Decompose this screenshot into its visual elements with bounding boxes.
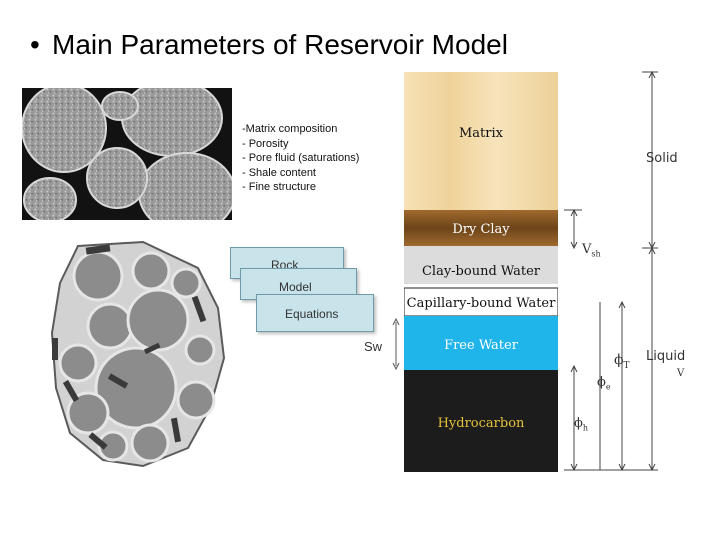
- slide-title: • Main Parameters of Reservoir Model: [30, 28, 508, 62]
- grain-pack-illustration: [50, 240, 226, 468]
- grain-micrograph: [22, 88, 232, 220]
- layer-matrix: Matrix: [459, 125, 503, 141]
- title-bullet: •: [30, 29, 40, 60]
- liquid-v-label: V: [677, 368, 685, 379]
- layer-clay-bound-water: Clay-bound Water: [421, 263, 541, 279]
- liquid-label: Liquid: [646, 349, 686, 364]
- dimension-lines: [564, 70, 658, 472]
- layer-dry-clay: Dry Clay: [452, 221, 510, 237]
- param-matrix-composition: -Matrix composition: [242, 123, 338, 135]
- param-fine-structure: - Fine structure: [242, 181, 316, 193]
- sw-label: Sw: [364, 339, 383, 354]
- title-text: Main Parameters of Reservoir Model: [52, 29, 508, 60]
- layer-capillary-bound-water: Capillary-bound Water: [406, 295, 556, 311]
- layer-free-water: Free Water: [444, 337, 518, 353]
- phi-e-label: ϕe: [597, 375, 611, 392]
- layer-hydrocarbon: Hydrocarbon: [437, 415, 525, 431]
- param-pore-fluid: - Pore fluid (saturations): [242, 152, 360, 164]
- vsh-label: Vsh: [582, 242, 601, 259]
- parameter-list: -Matrix composition - Porosity - Pore fl…: [242, 122, 359, 195]
- solid-label: Solid: [646, 151, 678, 166]
- phi-h-label: ϕh: [574, 416, 589, 433]
- equations-card: Equations: [256, 294, 374, 332]
- sw-double-arrow: [392, 318, 400, 370]
- phi-t-label: ϕT: [614, 352, 630, 371]
- param-porosity: - Porosity: [242, 137, 289, 150]
- model-card-label: Model: [279, 280, 312, 294]
- equations-card-label: Equations: [285, 307, 339, 321]
- volumetric-column-bg: [404, 72, 558, 472]
- param-shale-content: - Shale content: [242, 166, 316, 179]
